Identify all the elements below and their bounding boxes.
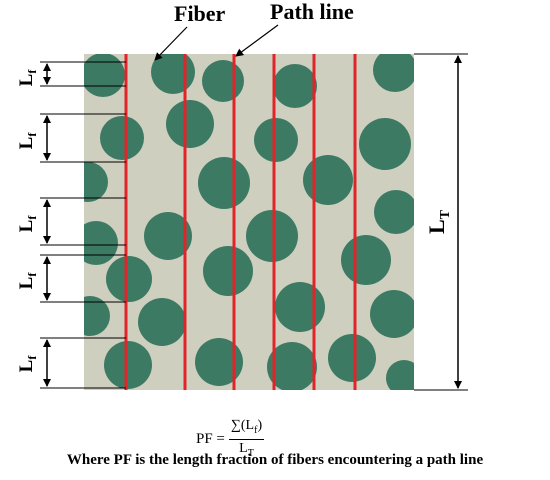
- lf-label: Lf: [16, 215, 39, 233]
- formula-denominator: LT: [239, 440, 254, 459]
- fiber: [104, 341, 152, 389]
- lt-dimension: [414, 53, 468, 391]
- fiber: [267, 342, 317, 390]
- lf-label: Lf: [16, 355, 39, 373]
- fiber: [100, 116, 144, 160]
- fiber: [195, 338, 243, 386]
- fiber: [254, 118, 298, 162]
- fiber: [203, 246, 253, 296]
- path-line-label: Path line: [270, 0, 354, 24]
- matrix-panel: [84, 54, 414, 390]
- fiber: [273, 64, 317, 108]
- fiber: [303, 155, 353, 205]
- lf-label: Lf: [16, 69, 39, 87]
- fiber: [84, 221, 118, 265]
- caption: Where PF is the length fraction of fiber…: [66, 452, 484, 468]
- fiber: [106, 256, 152, 302]
- fiber: [84, 162, 108, 202]
- fiber: [328, 334, 376, 382]
- fiber: [144, 212, 192, 260]
- fiber: [370, 290, 414, 338]
- pf-formula: PF = ∑(Lf) LT: [196, 418, 265, 462]
- fiber: [246, 210, 298, 262]
- fiber-arrow: [154, 26, 188, 61]
- lt-label: LT: [424, 209, 453, 234]
- fiber-path-diagram: Lf Lf Lf Lf Lf LT Fiber Path line: [16, 0, 468, 391]
- fiber: [138, 298, 186, 346]
- fiber: [84, 54, 125, 97]
- fiber: [373, 54, 414, 92]
- fiber: [359, 118, 411, 170]
- lf-labels: Lf Lf Lf Lf Lf: [16, 69, 39, 373]
- path-lines: [124, 54, 357, 390]
- fiber: [374, 190, 414, 234]
- fiber: [84, 296, 110, 336]
- fiber: [341, 235, 391, 285]
- fiber: [275, 282, 325, 332]
- fiber: [386, 360, 414, 390]
- fiber: [166, 100, 214, 148]
- path-line-arrow: [235, 24, 279, 57]
- lf-label: Lf: [16, 132, 39, 150]
- fiber: [198, 157, 250, 209]
- fiber: [202, 60, 244, 102]
- lf-extension-lines: [40, 61, 126, 389]
- lf-label: Lf: [16, 272, 39, 290]
- formula-numerator: ∑(Lf): [228, 418, 265, 440]
- formula-fraction: ∑(Lf) LT: [228, 418, 265, 462]
- formula-lhs: PF =: [196, 431, 225, 448]
- fiber-label: Fiber: [174, 1, 226, 26]
